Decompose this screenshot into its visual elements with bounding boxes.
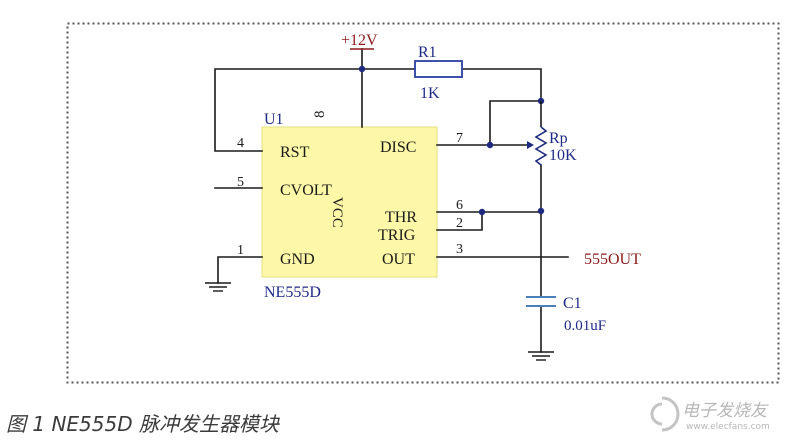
pin1-number: 1 [237, 243, 244, 258]
junction-dot [537, 207, 545, 215]
vcc-label: VCC [329, 197, 345, 228]
chip-part-label: NE555D [264, 284, 321, 301]
r1-resistor [414, 60, 463, 78]
pin-out-name: OUT [382, 251, 415, 268]
dotted-frame [66, 22, 780, 384]
ground-symbol-chip [205, 282, 231, 292]
ne555d-chip-body [261, 126, 438, 278]
wire-r1-to-pot [461, 68, 542, 102]
junction-dot [358, 65, 366, 73]
watermark-text: 电子发烧友 [682, 401, 767, 421]
pin-trig-name: TRIG [378, 227, 416, 244]
pin7-number: 7 [456, 131, 463, 146]
pin8-number: 8 [312, 111, 328, 119]
c1-value-label: 0.01uF [564, 318, 606, 334]
pin2-number: 2 [456, 216, 463, 231]
c1-ref-label: C1 [563, 295, 582, 312]
watermark: 电子发烧友 www.elecfans.com [640, 392, 805, 444]
watermark-logo-icon [650, 396, 680, 432]
pin3-number: 3 [456, 242, 463, 257]
rp-potentiometer [534, 126, 548, 166]
figure-caption: 图 1 NE555D 脉冲发生器模块 [6, 412, 279, 436]
r1-ref-label: R1 [418, 44, 437, 61]
junction-dot [478, 208, 486, 216]
net-out-label: 555OUT [584, 251, 641, 268]
rp-value-label: 10K [549, 147, 577, 164]
pin-rst-name: RST [280, 144, 310, 161]
watermark-url: www.elecfans.com [686, 422, 770, 432]
ground-symbol-cap [528, 351, 554, 361]
pin5-number: 5 [237, 175, 244, 190]
supply-label: +12V [341, 32, 378, 49]
junction-dot [486, 141, 494, 149]
rp-wiper-arrow [527, 141, 534, 149]
wire-rst [214, 68, 416, 152]
wire-trig [436, 211, 483, 231]
c1-capacitor [526, 296, 556, 307]
r1-value-label: 1K [420, 85, 440, 102]
wire-pot-bypass [489, 100, 542, 146]
pin-disc-name: DISC [380, 139, 416, 156]
pin6-number: 6 [456, 198, 463, 213]
pin-gnd-name: GND [280, 251, 315, 268]
chip-ref-label: U1 [264, 111, 284, 128]
rp-ref-label: Rp [549, 130, 568, 147]
pin-thr-name: THR [385, 209, 417, 226]
pin-cvolt-name: CVOLT [280, 182, 332, 199]
wire-gnd [217, 256, 263, 284]
pin4-number: 4 [237, 136, 244, 151]
